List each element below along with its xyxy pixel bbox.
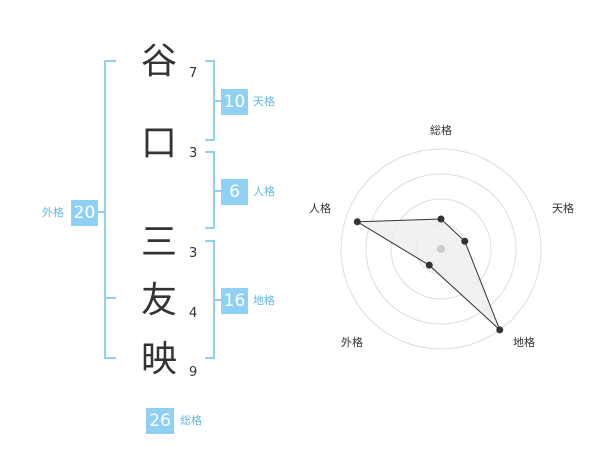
radar-point xyxy=(461,237,469,245)
radar-points xyxy=(353,215,504,334)
name-char-1: 谷 xyxy=(141,41,178,82)
tenkaku-bracket xyxy=(205,60,215,141)
stroke-count-4: 4 xyxy=(189,306,198,321)
radar-ring xyxy=(365,173,517,325)
stroke-count-2: 3 xyxy=(189,146,198,161)
jinkaku-label: 人格 xyxy=(253,185,275,198)
radar-ring xyxy=(390,198,492,300)
radar-axis-labels: 総格 天格 地格 外格 人格 xyxy=(309,123,574,349)
radar-point xyxy=(425,261,433,269)
radar-point xyxy=(496,326,504,334)
tenkaku-label: 天格 xyxy=(253,95,275,108)
axis-label-soukaku: 総格 xyxy=(430,123,452,137)
axis-label-chikaku: 地格 xyxy=(513,335,535,349)
name-char-4: 友 xyxy=(141,280,178,321)
radar-point xyxy=(437,215,445,223)
soukaku-label: 総格 xyxy=(180,414,202,427)
gaikaku-label: 外格 xyxy=(42,206,64,219)
axis-label-gaikaku: 外格 xyxy=(341,335,363,349)
gaikaku-bracket xyxy=(104,60,116,359)
chikaku-label: 地格 xyxy=(253,294,275,307)
chikaku-badge: 16 xyxy=(221,288,248,314)
stroke-count-3: 3 xyxy=(189,246,198,261)
radar-point xyxy=(353,218,361,226)
name-char-5: 映 xyxy=(141,339,178,380)
chikaku-bracket xyxy=(205,240,215,359)
radar-chart: 総格 天格 地格 外格 人格 xyxy=(309,123,574,350)
radar-center-dot xyxy=(437,245,445,253)
radar-polygon xyxy=(355,218,501,331)
name-char-3: 三 xyxy=(141,222,178,263)
gaikaku-badge: 20 xyxy=(71,200,98,226)
axis-label-tenkaku: 天格 xyxy=(552,201,574,215)
stroke-count-1: 7 xyxy=(189,66,198,81)
radar-ring xyxy=(340,148,542,350)
soukaku-badge: 26 xyxy=(146,408,174,434)
jinkaku-badge: 6 xyxy=(221,179,248,205)
stroke-count-5: 9 xyxy=(189,365,198,380)
name-char-2: 口 xyxy=(141,123,178,164)
tenkaku-badge: 10 xyxy=(221,89,248,115)
axis-label-jinkaku: 人格 xyxy=(309,201,331,215)
jinkaku-bracket xyxy=(205,151,215,229)
bracket-lines xyxy=(97,60,221,359)
